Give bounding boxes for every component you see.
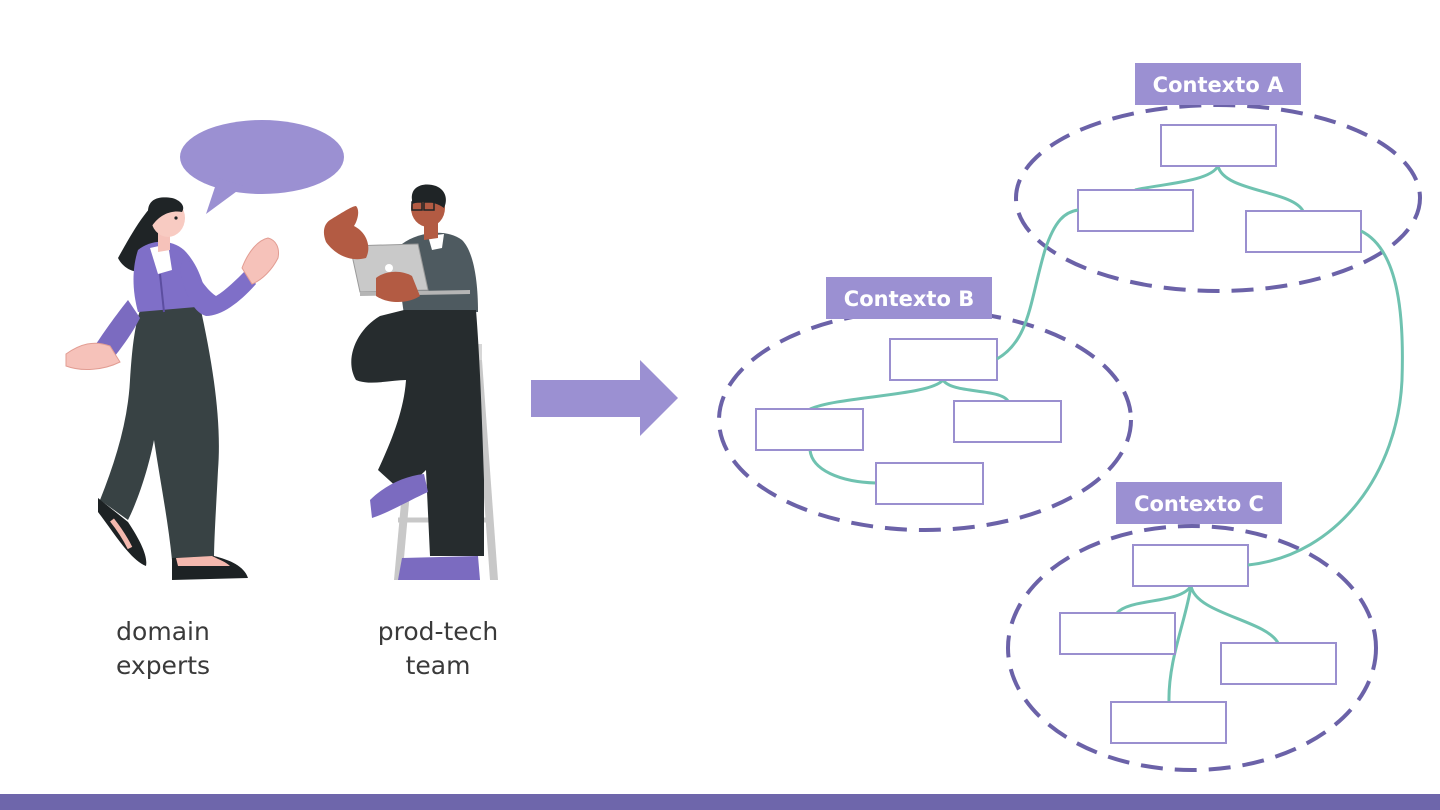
prod-tech-team-label-line2: team	[405, 651, 471, 680]
context-c-boundary	[1006, 524, 1378, 772]
context-c-label-bg	[1116, 482, 1282, 524]
entity-box	[953, 400, 1062, 443]
entity-box	[1220, 642, 1337, 685]
domain-experts-label: domain experts	[63, 615, 263, 683]
speech-bubble-icon	[180, 120, 344, 214]
context-b-label: Contexto B	[844, 287, 974, 311]
connector	[1134, 165, 1220, 192]
context-b: Contexto B	[717, 277, 1133, 532]
entity-box	[755, 408, 864, 451]
context-c: Contexto C	[1006, 482, 1378, 772]
footer-bar	[0, 794, 1440, 810]
context-a: Contexto A	[1014, 63, 1422, 293]
entity-box	[1245, 210, 1362, 253]
connector	[809, 378, 945, 411]
domain-experts-label-line2: experts	[115, 651, 211, 680]
entity-box	[1160, 124, 1277, 167]
entity-box	[1110, 701, 1227, 744]
prod-tech-team-label-line1: prod-tech	[377, 617, 499, 646]
cross-context-connector	[1247, 229, 1404, 567]
connector	[941, 378, 1010, 403]
prod-tech-figure	[323, 184, 498, 580]
entity-box	[875, 462, 984, 505]
cross-context-connector	[996, 208, 1079, 361]
entity-box	[889, 338, 998, 381]
connector	[1189, 585, 1280, 644]
entity-box	[1132, 544, 1249, 587]
context-a-label-bg	[1135, 63, 1301, 105]
connector	[1115, 585, 1193, 615]
domain-experts-label-line1: domain	[116, 617, 210, 646]
connector	[1216, 165, 1305, 212]
entity-box	[1059, 612, 1176, 655]
connector	[1167, 585, 1193, 703]
context-c-label: Contexto C	[1134, 492, 1264, 516]
connector	[808, 449, 877, 485]
domain-expert-figure	[65, 197, 279, 580]
arrow-right-icon	[531, 360, 678, 436]
entity-box	[1077, 189, 1194, 232]
context-b-label-bg	[826, 277, 992, 319]
context-a-label: Contexto A	[1153, 73, 1284, 97]
prod-tech-team-label: prod-tech team	[338, 615, 538, 683]
